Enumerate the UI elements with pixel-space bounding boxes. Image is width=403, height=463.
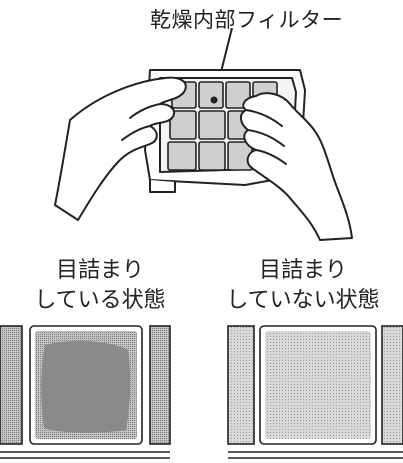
- clogged-caption-line1: 目詰まり: [55, 258, 144, 283]
- clogged-filter-panel: [0, 325, 171, 459]
- not-clogged-caption: 目詰まり していない状態: [203, 256, 403, 316]
- not-clogged-caption-line2: していない状態: [226, 288, 380, 313]
- filter-mesh-grid: [167, 81, 278, 171]
- not-clogged-caption-line1: 目詰まり: [258, 258, 347, 283]
- filter-callout-label: 乾燥内部フィルター: [150, 8, 344, 32]
- right-hand: [240, 92, 353, 241]
- clean-filter-panel: [227, 325, 403, 459]
- left-hand: [54, 76, 187, 221]
- clogged-caption: 目詰まり している状態: [0, 256, 200, 316]
- clogged-caption-line2: している状態: [34, 288, 166, 313]
